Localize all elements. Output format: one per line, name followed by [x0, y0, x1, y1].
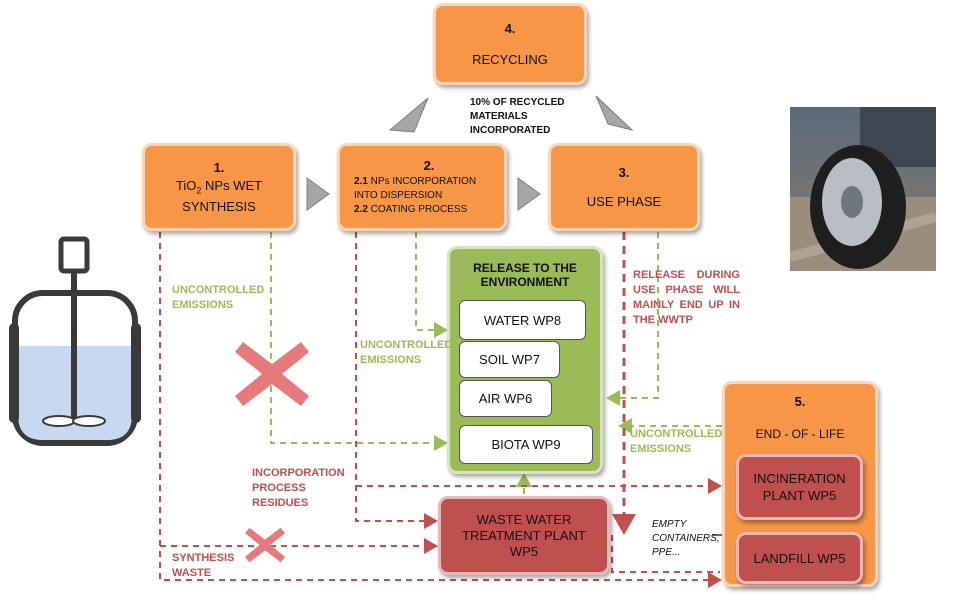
wwtp-line2: TREATMENT PLANT — [462, 527, 586, 543]
reactor-icon — [9, 236, 141, 446]
synthesis-title: TiO2 NPs WET — [176, 177, 262, 200]
release-title-line2: ENVIRONMENT — [480, 275, 570, 289]
synthesis-title-line2: SYNTHESIS — [182, 199, 256, 215]
synthesis-title-sub: 2 — [196, 185, 202, 196]
recycling-box: 4. RECYCLING — [433, 3, 587, 85]
incorporation-line1: 2.1 NPs INCORPORATION — [354, 175, 476, 189]
incineration-line1: INCINERATION — [753, 471, 846, 486]
water-box: WATER WP8 — [459, 300, 586, 340]
incorporation-line3: 2.2 COATING PROCESS — [354, 203, 467, 217]
wwtp-box: WASTE WATER TREATMENT PLANT WP5 — [438, 496, 610, 575]
label-line: MAINLY END UP IN — [633, 299, 740, 311]
use-phase-box: 3. USE PHASE — [548, 143, 700, 231]
release-use-phase-label: RELEASE DURING USE PHASE WILL MAINLY END… — [633, 268, 740, 328]
recycled-note-line: INCORPORATED — [470, 125, 551, 136]
label-line: THE WWTP — [633, 314, 693, 326]
label-line: USE PHASE WILL — [633, 284, 740, 296]
label-line: EMPTY — [652, 519, 687, 530]
water-label: WATER WP8 — [483, 312, 562, 328]
arrow-recycling-to-2 — [388, 97, 429, 133]
label-line: SYNTHESIS — [172, 552, 235, 564]
recycling-title: RECYCLING — [472, 52, 548, 67]
recycled-note-line: 10% OF RECYCLED — [470, 97, 565, 108]
biota-label: BIOTA WP9 — [491, 437, 561, 452]
landfill-label: LANDFILL WP5 — [753, 550, 846, 566]
synthesis-box: 1. TiO2 NPs WET SYNTHESIS — [142, 143, 296, 231]
uncontrolled-emissions-label: UNCONTROLLED EMISSIONS — [630, 427, 722, 457]
label-line: PPE... — [652, 547, 681, 558]
recycled-note-line: MATERIALS — [470, 111, 528, 122]
soil-box: SOIL WP7 — [459, 341, 560, 378]
release-title-line1: RELEASE TO THE — [473, 261, 577, 275]
synthesis-title-rest: NPs WET — [201, 177, 263, 193]
incorporation-line1-text: NPs INCORPORATION — [367, 175, 477, 187]
label-line: EMISSIONS — [360, 354, 422, 366]
synthesis-number: 1. — [213, 159, 225, 175]
label-line: EMISSIONS — [630, 443, 692, 455]
incineration-box: INCINERATION PLANT WP5 — [736, 454, 863, 520]
end-of-life-title: END - OF - LIFE — [755, 427, 845, 441]
soil-label: SOIL WP7 — [479, 352, 540, 367]
landfill-box: LANDFILL WP5 — [736, 532, 863, 584]
label-line: RESIDUES — [252, 497, 309, 509]
biota-box: BIOTA WP9 — [459, 425, 593, 464]
recycling-number: 4. — [504, 21, 516, 36]
synthesis-title-tio: TiO — [175, 177, 197, 193]
arrow-1-to-2 — [306, 177, 330, 211]
end-of-life-number: 5. — [794, 394, 806, 409]
label-line: UNCONTROLLED — [630, 428, 723, 440]
label-line: EMISSIONS — [172, 299, 234, 311]
blocked-cross-small-icon — [245, 527, 285, 563]
incorporation-residues-label: INCORPORATION PROCESS RESIDUES — [252, 466, 345, 511]
wwtp-line3: WP5 — [509, 543, 539, 559]
label-line: PROCESS — [252, 482, 306, 494]
blocked-cross-icon — [235, 342, 309, 406]
empty-containers-label: EMPTY CONTAINERS, PPE... — [652, 518, 720, 560]
incorporation-step-22: 2.2 — [354, 203, 368, 215]
uncontrolled-emissions-label: UNCONTROLLED EMISSIONS — [360, 338, 452, 368]
synthesis-waste-label: SYNTHESIS WASTE — [172, 551, 234, 581]
label-line: WASTE — [172, 567, 212, 579]
use-phase-number: 3. — [618, 165, 630, 180]
arrow-2-to-3 — [517, 177, 541, 211]
arrow-3-to-recycling — [595, 95, 634, 131]
label-line: UNCONTROLLED — [360, 339, 453, 351]
incorporation-step-21: 2.1 — [354, 175, 368, 187]
use-phase-title: USE PHASE — [586, 194, 662, 209]
label-line: UNCONTROLLED — [172, 284, 265, 296]
incorporation-line3-text: COATING PROCESS — [367, 203, 468, 215]
incorporation-box: 2. 2.1 NPs INCORPORATION INTO DISPERSION… — [337, 143, 507, 231]
incineration-line2: PLANT WP5 — [762, 488, 837, 503]
tyre-photo — [790, 107, 936, 271]
label-line: CONTAINERS, — [652, 533, 720, 544]
recycled-note: 10% OF RECYCLED MATERIALS INCORPORATED — [470, 96, 564, 138]
incorporation-line2: INTO DISPERSION — [354, 189, 443, 201]
incorporation-number: 2. — [423, 157, 435, 173]
air-box: AIR WP6 — [459, 380, 552, 417]
wwtp-line1: WASTE WATER — [476, 511, 572, 527]
uncontrolled-emissions-label: UNCONTROLLED EMISSIONS — [172, 283, 264, 313]
label-line: RELEASE DURING — [633, 269, 740, 281]
air-label: AIR WP6 — [478, 391, 533, 406]
label-line: INCORPORATION — [252, 467, 345, 479]
